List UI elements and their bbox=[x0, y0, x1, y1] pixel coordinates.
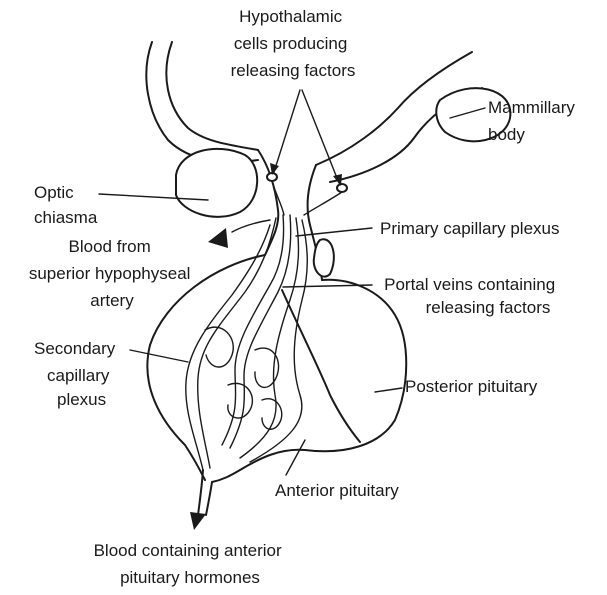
label-blood-containing: Blood containing anterior pituitary horm… bbox=[94, 541, 287, 587]
artery-vessel bbox=[232, 220, 270, 232]
label-blood-from: Blood from superior hypophyseal artery bbox=[29, 237, 195, 310]
artery-arrow-icon bbox=[208, 228, 228, 248]
pituitary-gland bbox=[147, 255, 406, 482]
efferent-vein bbox=[198, 470, 212, 515]
label-primary-capillary-plexus: Primary capillary plexus bbox=[380, 219, 560, 238]
label-secondary-capillary-plexus: Secondary capillary plexus bbox=[34, 339, 120, 409]
label-portal-veins: Portal veins containing releasing factor… bbox=[384, 275, 560, 317]
outflow-arrow-icon bbox=[190, 512, 206, 530]
label-optic-chiasma: Optic chiasma bbox=[34, 183, 98, 227]
portal-vessels bbox=[186, 215, 307, 470]
label-hypothalamic: Hypothalamic cells producing releasing f… bbox=[231, 7, 356, 80]
pituitary-stalk bbox=[258, 150, 334, 280]
label-anterior-pituitary: Anterior pituitary bbox=[275, 481, 399, 500]
optic-chiasma bbox=[176, 149, 257, 217]
label-posterior-pituitary: Posterior pituitary bbox=[405, 377, 538, 396]
